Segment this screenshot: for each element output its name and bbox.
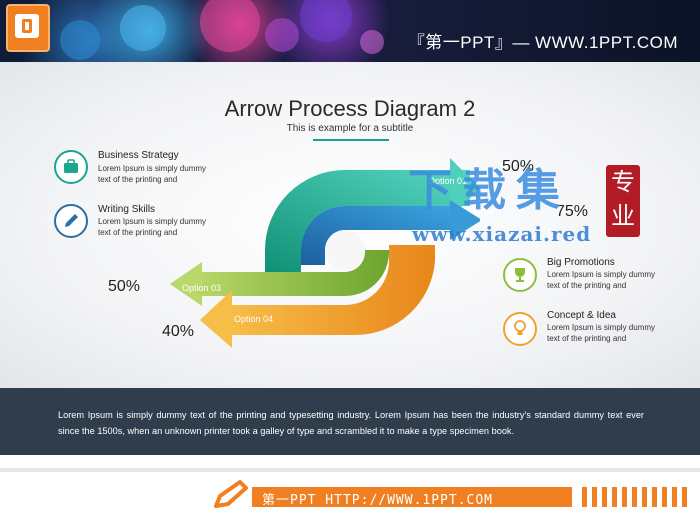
footer-stripe	[622, 487, 627, 507]
arrow-head-option-03	[170, 262, 202, 306]
bokeh-decoration	[60, 20, 100, 60]
arrow-head-option-04	[200, 290, 232, 348]
bokeh-decoration	[360, 30, 384, 54]
arrow-process-diagram	[170, 158, 480, 348]
diagram-subtitle: This is example for a subtitle	[286, 123, 414, 134]
bokeh-decoration	[200, 0, 260, 52]
item-title-concept-idea: Concept & Idea	[547, 310, 616, 321]
footer-url-text[interactable]: 第一PPT HTTP://WWW.1PPT.COM	[262, 493, 494, 508]
bottom-text-band	[0, 388, 700, 455]
briefcase-icon	[54, 150, 88, 184]
powerpoint-logo-icon[interactable]	[6, 4, 50, 52]
bottom-paragraph: Lorem Ipsum is simply dummy text of the …	[58, 410, 644, 436]
item-desc-business-strategy: Lorem Ipsum is simply dummy text of the …	[98, 164, 207, 184]
option-03-label: Option 03	[182, 283, 222, 293]
site-title: 『第一PPT』— WWW.1PPT.COM	[407, 33, 678, 52]
watermark-text: 下载集	[408, 165, 570, 216]
watermark-seal: 专业	[606, 165, 640, 237]
option-04-percent: 40%	[162, 323, 195, 340]
footer-stripe	[672, 487, 677, 507]
pencil-icon	[54, 204, 88, 238]
diagram-title: Arrow Process Diagram 2	[224, 96, 476, 121]
option-02-percent: 75%	[556, 203, 589, 220]
item-title-writing-skills: Writing Skills	[98, 204, 156, 215]
footer-stripe	[652, 487, 657, 507]
watermark-url: www.xiazai.red	[412, 222, 592, 246]
footer-stripe	[642, 487, 647, 507]
lightbulb-icon	[503, 312, 537, 346]
option-01-label: Option 01	[428, 176, 468, 186]
footer-stripe	[602, 487, 607, 507]
arrow-option-01	[265, 170, 470, 275]
footer-stripe	[632, 487, 637, 507]
arrow-head-option-01	[450, 158, 480, 218]
footer-stripe	[592, 487, 597, 507]
bokeh-decoration	[265, 18, 299, 52]
footer-divider	[0, 468, 700, 472]
pencil-icon	[214, 480, 248, 508]
bokeh-decoration	[120, 5, 166, 51]
item-desc-big-promotions: Lorem Ipsum is simply dummy text of the …	[547, 270, 656, 290]
option-02-label: Option 02	[474, 206, 514, 216]
arrow-option-02	[301, 206, 450, 265]
footer-url-bar[interactable]	[252, 487, 572, 507]
footer-stripe	[662, 487, 667, 507]
header-banner: 『第一PPT』— WWW.1PPT.COM	[0, 0, 700, 62]
arrow-option-04	[220, 245, 435, 336]
item-title-big-promotions: Big Promotions	[547, 257, 615, 268]
footer-stripe	[682, 487, 687, 507]
option-01-percent: 50%	[502, 158, 535, 175]
item-desc-writing-skills: Lorem Ipsum is simply dummy text of the …	[98, 217, 207, 237]
trophy-icon	[503, 258, 537, 292]
title-underline	[313, 139, 389, 141]
arrow-option-03	[195, 250, 389, 296]
option-04-label: Option 04	[234, 314, 274, 324]
option-03-percent: 50%	[108, 278, 141, 295]
item-desc-concept-idea: Lorem Ipsum is simply dummy text of the …	[547, 323, 656, 343]
arrow-head-option-02	[450, 200, 480, 240]
item-title-business-strategy: Business Strategy	[98, 150, 179, 161]
bokeh-decoration	[300, 0, 352, 42]
footer-stripe	[582, 487, 587, 507]
footer-stripe	[612, 487, 617, 507]
